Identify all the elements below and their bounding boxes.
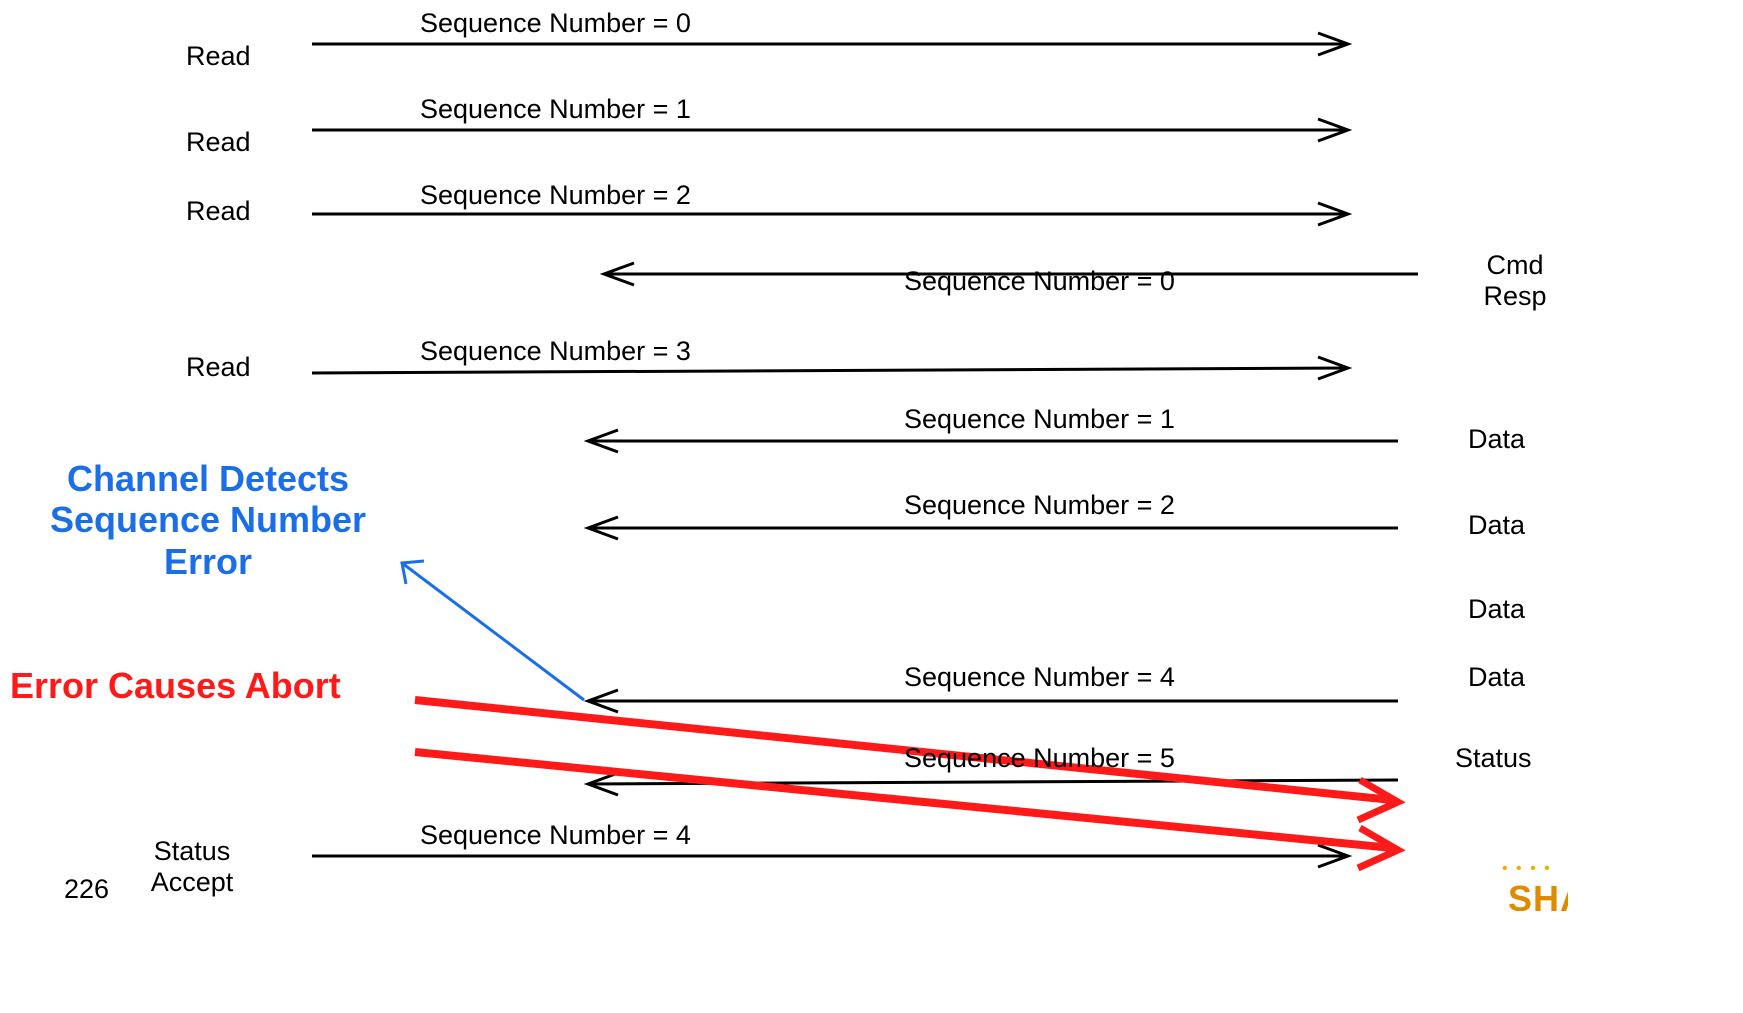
label-status-accept-line-1: Status bbox=[153, 836, 231, 866]
callout-channel-detects-line-2: Sequence Number bbox=[49, 499, 367, 541]
callout-channel-detects: Channel Detects Sequence Number Error bbox=[14, 458, 402, 582]
label-data-4: Data bbox=[1468, 662, 1526, 692]
label-status-accept-line-2: Accept bbox=[150, 867, 234, 898]
label-read-3: Read bbox=[186, 352, 251, 382]
sequence-diagram: 226 Read Read Read Read Status Accept Cm… bbox=[10, 8, 1568, 911]
seq-label-in-0: Sequence Number = 0 bbox=[904, 266, 1175, 296]
label-cmd-resp: Cmd Resp bbox=[1470, 250, 1560, 312]
seq-label-out-3: Sequence Number = 3 bbox=[420, 336, 691, 366]
callout-error-causes-abort: Error Causes Abort bbox=[10, 665, 341, 706]
label-data-2: Data bbox=[1468, 510, 1526, 540]
diagram-canvas bbox=[311, 31, 1418, 872]
seq-label-in-5: Sequence Number = 5 bbox=[904, 743, 1175, 773]
label-read-2: Read bbox=[186, 196, 251, 226]
label-status-accept: Status Accept bbox=[136, 836, 248, 898]
seq-label-out-4: Sequence Number = 4 bbox=[420, 820, 691, 850]
callout-channel-detects-line-1: Channel Detects bbox=[66, 458, 350, 499]
label-cmd-resp-line-2: Resp bbox=[1483, 281, 1547, 312]
seq-label-in-1: Sequence Number = 1 bbox=[904, 404, 1175, 434]
seq-label-out-0: Sequence Number = 0 bbox=[420, 8, 691, 38]
label-status: Status bbox=[1455, 743, 1532, 773]
label-read-1: Read bbox=[186, 127, 251, 157]
label-read-0: Read bbox=[186, 41, 251, 71]
seq-label-in-4: Sequence Number = 4 bbox=[904, 662, 1175, 692]
seq-label-in-2: Sequence Number = 2 bbox=[904, 490, 1175, 520]
seq-label-out-1: Sequence Number = 1 bbox=[420, 94, 691, 124]
blue-callout-arrow bbox=[400, 559, 585, 702]
label-cmd-resp-line-1: Cmd bbox=[1486, 250, 1544, 280]
arrow-out-3 bbox=[311, 366, 1349, 375]
seq-label-out-2: Sequence Number = 2 bbox=[420, 180, 691, 210]
logo-dots-icon: • • • • bbox=[1502, 860, 1552, 877]
label-data-1: Data bbox=[1468, 424, 1526, 454]
logo-wordmark: SHARE bbox=[1508, 878, 1568, 911]
share-logo: • • • • SHARE bbox=[1500, 860, 1568, 911]
callout-channel-detects-line-3: Error bbox=[163, 540, 253, 582]
red-abort-arrows bbox=[414, 696, 1406, 872]
label-data-3: Data bbox=[1468, 594, 1526, 624]
page-number: 226 bbox=[64, 874, 110, 904]
